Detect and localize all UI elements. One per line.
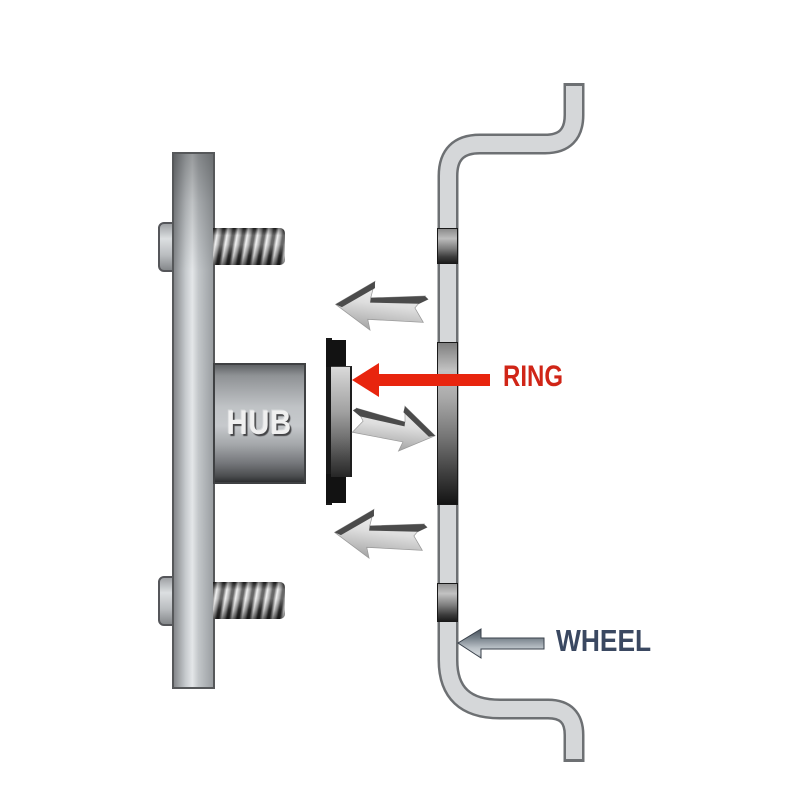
press-direction-arrow-middle-icon [348,400,439,456]
wheel-profile [437,83,585,762]
ring-body [331,366,352,477]
wheel-stud-threads-top [213,228,285,265]
ring-arrow-icon [352,363,490,397]
press-direction-arrow-top-icon [332,275,431,339]
ring-flange-top [326,340,346,367]
hub-cylinder: HUB [213,363,306,484]
ring-flange-bottom [326,474,346,503]
hub-label: HUB [226,404,293,442]
wheel-stud-threads-bottom [213,582,285,619]
ring-front-face [326,338,332,505]
hub-centric-ring [326,338,352,505]
wheel-lug-bore-lower [437,583,458,622]
ring-label: RING [503,360,563,393]
wheel-lug-bore-upper [437,228,458,264]
wheel-label: WHEEL [556,623,652,658]
wheel-arrow-icon [457,628,545,659]
hub-flange-plate [172,152,215,689]
press-direction-arrow-bottom-icon [331,503,430,567]
